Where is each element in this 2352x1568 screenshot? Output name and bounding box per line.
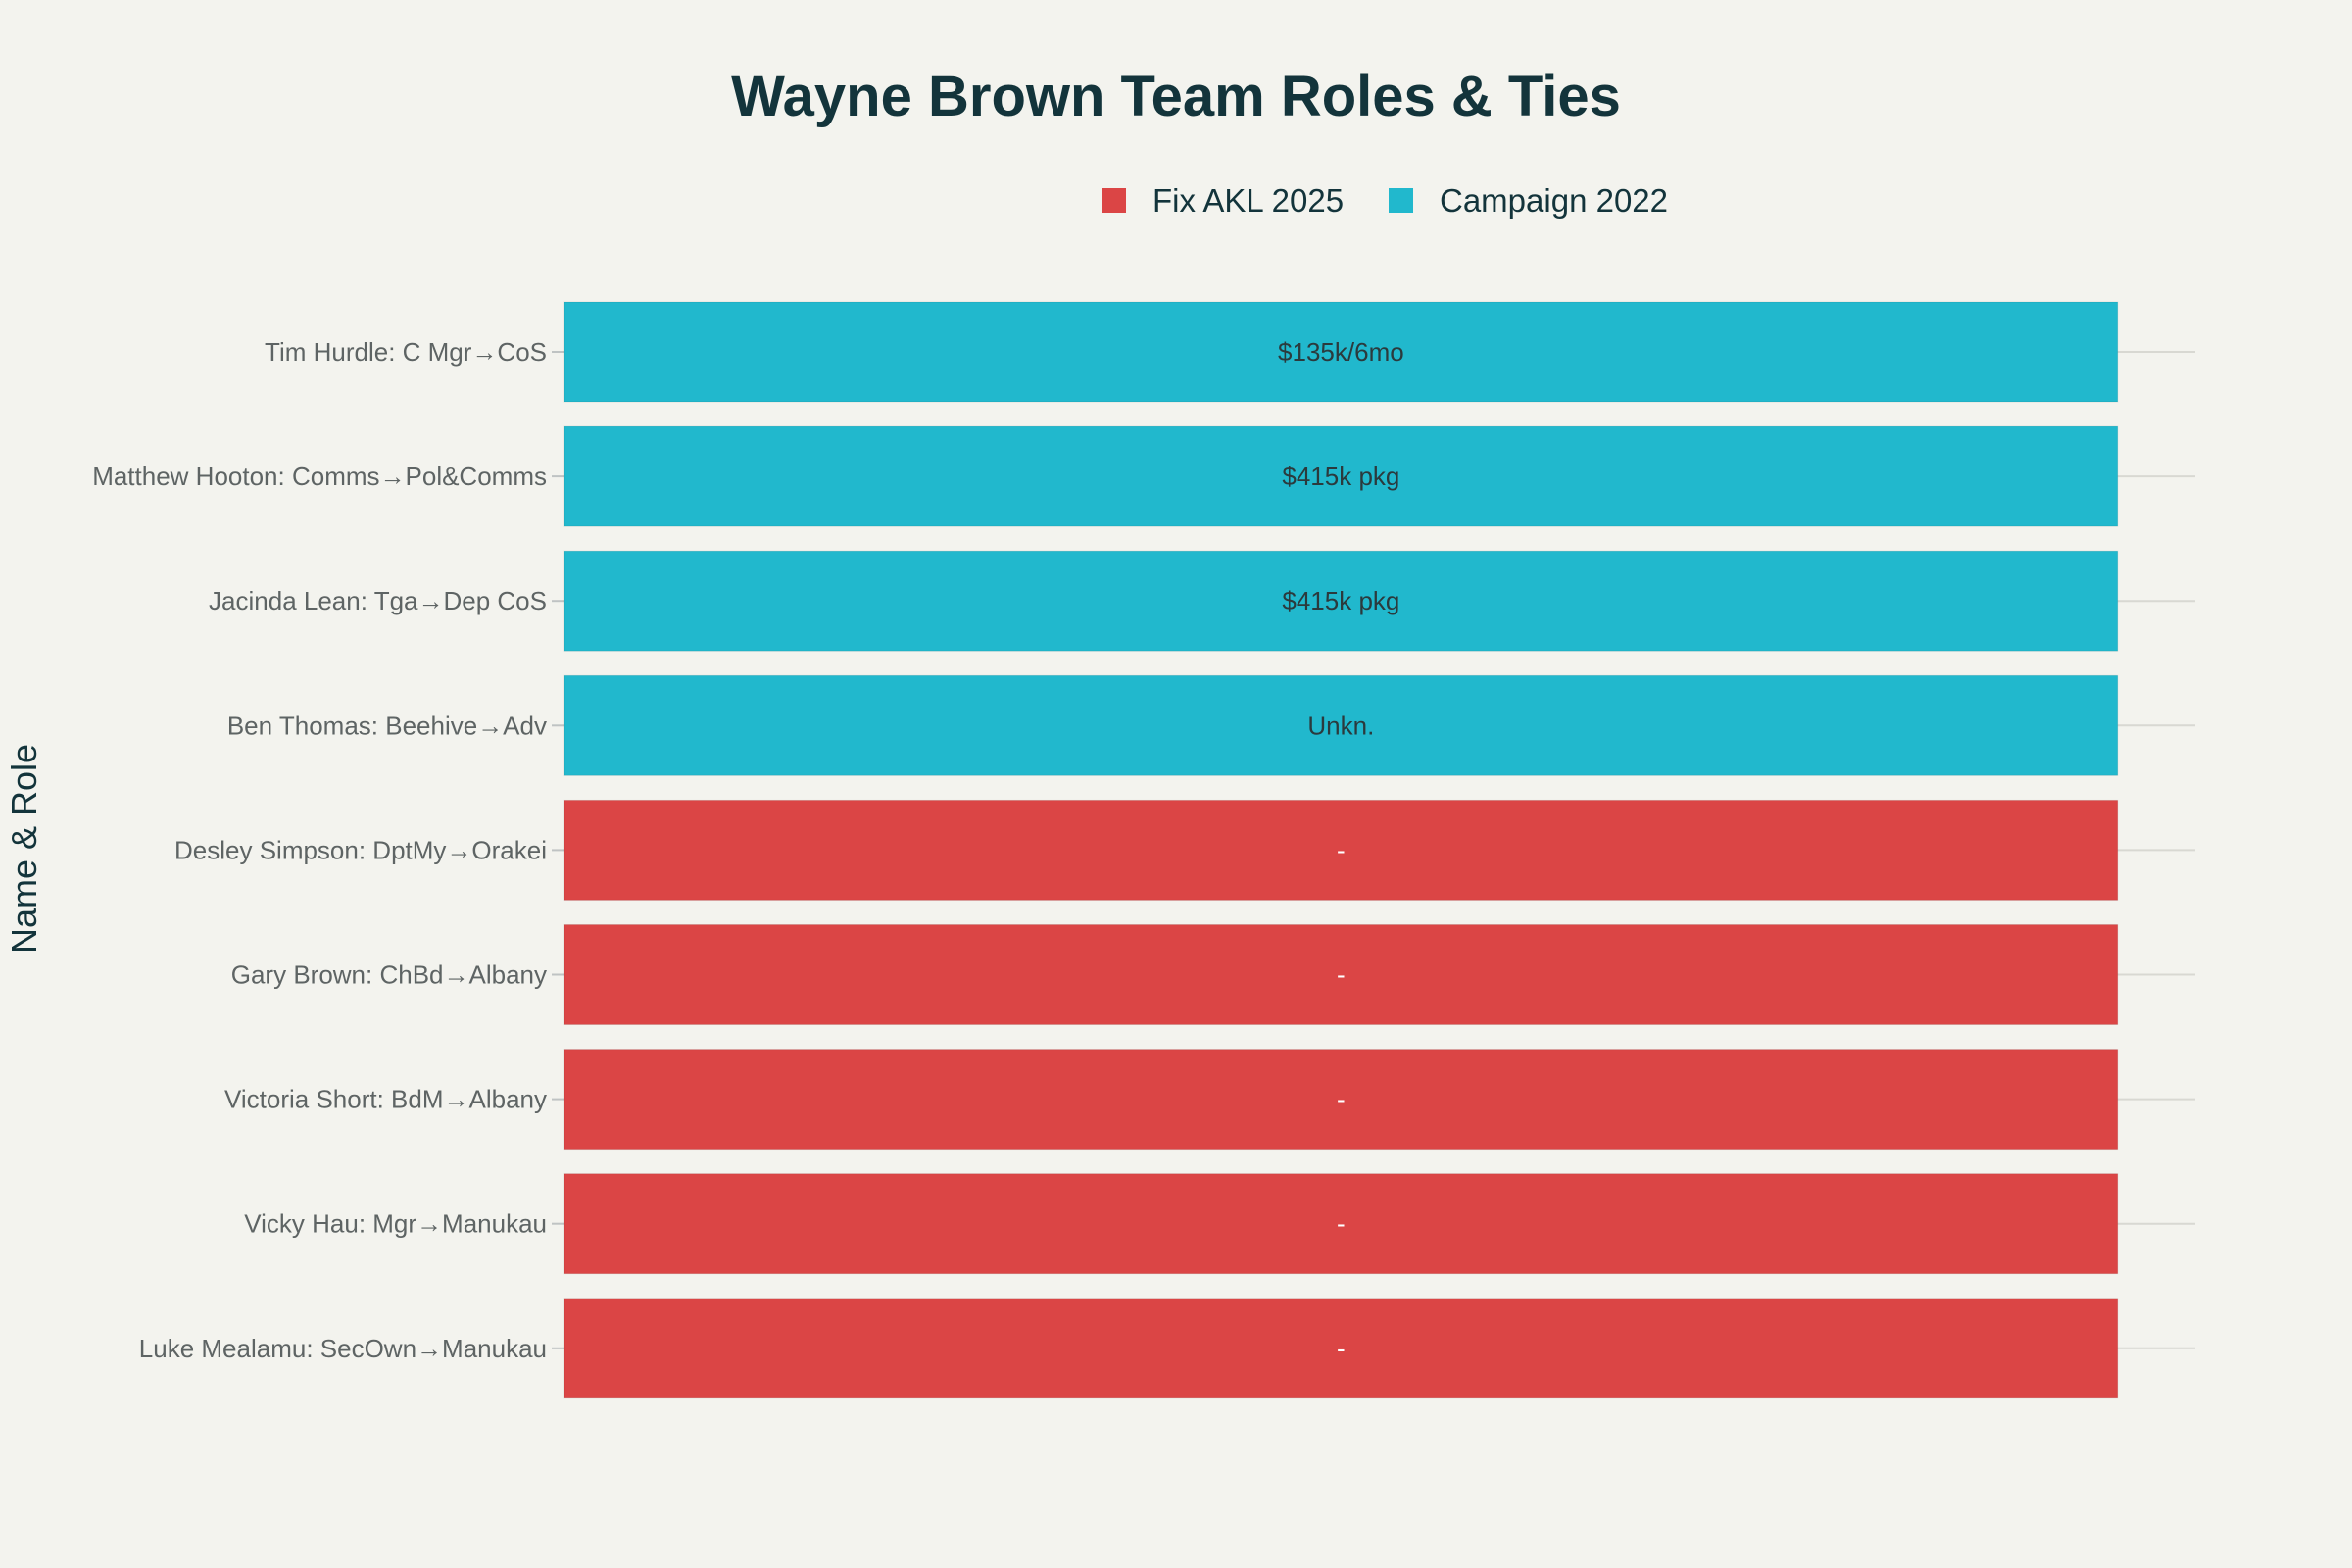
bar-value-label: - <box>1337 835 1346 864</box>
category-label: Gary Brown: ChBd→Albany <box>231 960 547 990</box>
bar <box>564 799 2119 901</box>
bar-value-label: - <box>1337 960 1346 990</box>
bar <box>564 924 2119 1025</box>
category-label: Vicky Hau: Mgr→Manukau <box>244 1209 547 1239</box>
bar <box>564 1173 2119 1275</box>
y-axis-title: Name & Role <box>4 744 44 954</box>
category-label: Desley Simpson: DptMy→Orakei <box>174 835 547 864</box>
category-label: Luke Mealamu: SecOwn→Manukau <box>139 1334 547 1363</box>
bar-value-label: - <box>1337 1209 1346 1239</box>
bar-value-label: Unkn. <box>1307 710 1374 740</box>
bar-value-label: $415k pkg <box>1282 586 1399 615</box>
bar <box>564 550 2119 652</box>
bars <box>564 301 2119 1399</box>
category-label: Tim Hurdle: C Mgr→CoS <box>265 337 547 367</box>
bar-value-label: - <box>1337 1334 1346 1363</box>
category-label: Victoria Short: BdM→Albany <box>224 1085 547 1114</box>
category-label: Matthew Hooton: Comms→Pol&Comms <box>92 462 547 491</box>
legend-swatch-0 <box>1102 188 1126 213</box>
bar <box>564 674 2119 776</box>
bar-value-label: $135k/6mo <box>1278 337 1404 367</box>
legend-label-0: Fix AKL 2025 <box>1152 182 1344 219</box>
category-label: Ben Thomas: Beehive→Adv <box>227 710 547 740</box>
bar-value-label: - <box>1337 1085 1346 1114</box>
chart-title: Wayne Brown Team Roles & Ties <box>731 65 1621 128</box>
bar-value-label: $415k pkg <box>1282 462 1399 491</box>
bar <box>564 301 2119 403</box>
legend-swatch-1 <box>1389 188 1413 213</box>
category-label: Jacinda Lean: Tga→Dep CoS <box>209 586 547 615</box>
category-labels: Tim Hurdle: C Mgr→CoS Matthew Hooton: Com… <box>92 337 547 1363</box>
bar <box>564 425 2119 527</box>
bar <box>564 1049 2119 1151</box>
legend-label-1: Campaign 2022 <box>1440 182 1668 219</box>
bar <box>564 1298 2119 1399</box>
legend: Fix AKL 2025 Campaign 2022 <box>1102 182 1668 219</box>
